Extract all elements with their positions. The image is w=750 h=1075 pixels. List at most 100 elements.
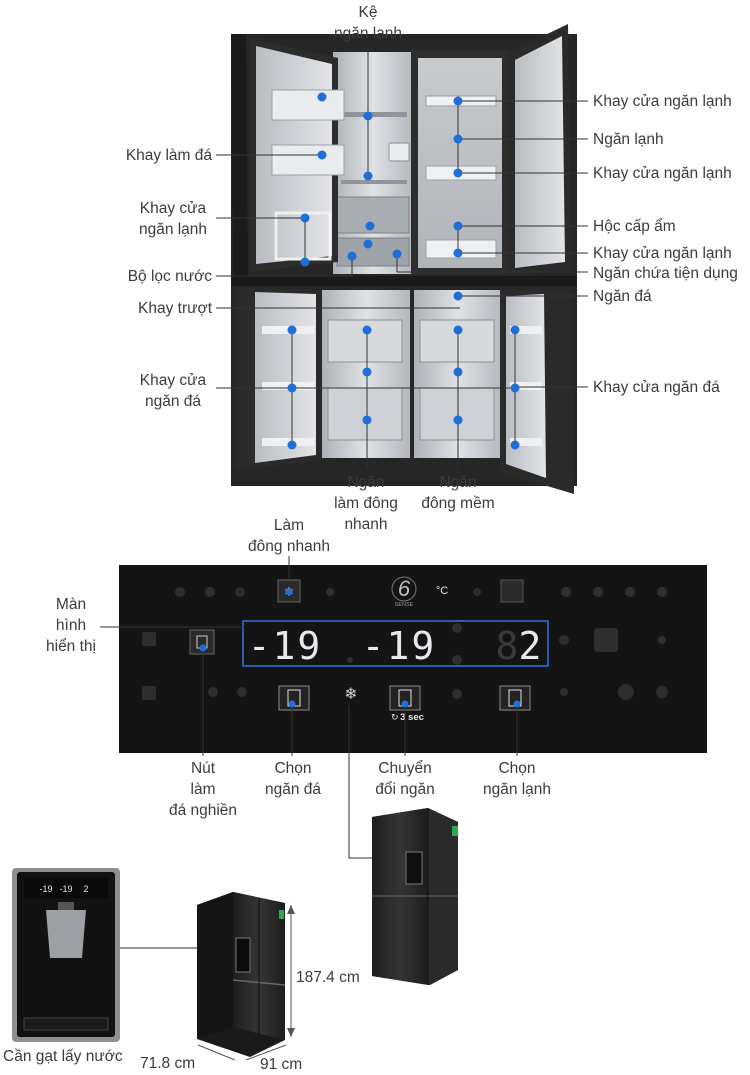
door-bin <box>510 326 542 334</box>
label-khay-cua-ngan-lanh-left: Khay cửa ngăn lạnh <box>138 200 208 238</box>
sense-digit: 6 <box>398 576 411 601</box>
label-ngan-lanh: Ngăn lạnh <box>593 131 664 148</box>
dimension-depth: 71.8 cm <box>140 1055 196 1072</box>
mini-display-b: -19 <box>59 884 72 894</box>
panel-icon-button <box>500 579 524 603</box>
fridge-front-small <box>372 808 458 985</box>
label-khay-cua-ngan-lanh-r2: Khay cửa ngăn lạnh <box>593 165 732 182</box>
marker-dot <box>287 325 297 335</box>
marker-dot <box>363 171 373 181</box>
marker-dot <box>453 325 463 335</box>
marker-dot <box>362 325 372 335</box>
label-ke-ngan-lanh: Kệ ngăn lạnh <box>333 4 403 42</box>
glass-door <box>418 58 502 268</box>
switch-temp-display: -19 <box>362 624 437 668</box>
label-khay-cua-ngan-da-left: Khay cửa ngăn đá <box>139 372 207 410</box>
label-khay-truot: Khay trượt <box>138 300 212 317</box>
panel-faint-icons <box>142 587 668 700</box>
label-man-hinh-hien-thi: Màn hình hiển thị <box>46 596 96 655</box>
marker-dot <box>285 588 293 596</box>
label-ngan-lam-dong-nhanh: Ngăn làm đông nhanh <box>334 474 398 533</box>
marker-dot <box>510 325 520 335</box>
marker-dot <box>453 291 463 301</box>
hold-icon: ↻ <box>391 712 399 722</box>
marker-dot <box>317 92 327 102</box>
freezer-drawer <box>419 387 495 441</box>
marker-dot <box>362 415 372 425</box>
marker-dot <box>453 134 463 144</box>
marker-dot <box>453 96 463 106</box>
left-freezer-door-liner <box>255 292 316 463</box>
ice-maker-tray <box>271 144 345 176</box>
marker-dot <box>510 383 520 393</box>
marker-dot <box>365 221 375 231</box>
label-can-gat-lay-nuoc: Cần gạt lấy nước <box>3 1048 123 1065</box>
label-chuyen-doi-ngan: Chuyển đổi ngăn <box>375 760 435 798</box>
display-frame <box>242 620 549 667</box>
label-ngan-dong-mem: Ngăn đông mềm <box>421 474 495 512</box>
marker-dot <box>453 221 463 231</box>
freezer-temp-display: -19 <box>248 624 323 668</box>
dispenser-closeup: -19 -19 2 <box>12 868 120 1042</box>
label-nut-lam-da-nghien: Nút làm đá nghiền <box>168 760 238 819</box>
door-bin <box>510 382 542 390</box>
label-bo-loc-nuoc: Bộ lọc nước <box>127 268 212 285</box>
dimension-height: 187.4 cm <box>296 969 360 986</box>
marker-dot <box>453 415 463 425</box>
water-tank <box>388 142 410 162</box>
label-hoc-cap-am: Hộc cấp ẩm <box>593 218 676 235</box>
door-edge <box>231 34 248 282</box>
hold-duration: 3 sec <box>400 712 424 723</box>
marker-dot <box>513 700 521 708</box>
marker-dot <box>453 168 463 178</box>
fridge-temp-display: 2 <box>519 624 542 668</box>
fridge-compartment-interior <box>333 52 413 274</box>
marker-dot <box>453 248 463 258</box>
snowflake-icon: ❄ <box>344 686 357 703</box>
marker-dot <box>300 257 310 267</box>
marker-dot <box>453 367 463 377</box>
marker-dot <box>300 213 310 223</box>
fridge-illustration <box>231 24 577 494</box>
unlit-digit: 8 <box>496 624 519 668</box>
label-khay-lam-da: Khay làm đá <box>125 147 212 164</box>
marker-dot <box>510 440 520 450</box>
marker-dot <box>199 644 207 652</box>
label-khay-cua-ngan-lanh-r1: Khay cửa ngăn lạnh <box>593 93 732 110</box>
marker-dot <box>287 383 297 393</box>
door-bin <box>510 438 542 446</box>
mini-display-a: -19 <box>39 884 52 894</box>
marker-dot <box>287 440 297 450</box>
marker-dot <box>347 251 357 261</box>
shelf <box>341 112 407 117</box>
compartment-divider <box>231 276 577 286</box>
freezer-drawer <box>327 387 403 441</box>
ice-maker-tray <box>271 89 345 121</box>
right-fridge-door-liner <box>515 36 565 268</box>
fridge-3d-dimensions <box>197 892 295 1061</box>
sense-logo <box>391 576 417 602</box>
marker-dot <box>392 249 402 259</box>
label-chon-ngan-lanh: Chọn ngăn lạnh <box>482 760 552 798</box>
label-khay-cua-ngan-lanh-r3: Khay cửa ngăn lạnh <box>593 245 732 262</box>
shelf <box>341 180 407 184</box>
label-ngan-chua-tien-dung: Ngăn chứa tiện dụng <box>593 265 738 282</box>
temperature-unit: °C <box>436 585 448 597</box>
marker-dot <box>288 700 296 708</box>
door-bin <box>262 438 314 446</box>
dispenser-lever-icon <box>46 910 86 958</box>
marker-dot <box>363 239 373 249</box>
marker-dot <box>401 700 409 708</box>
marker-dot <box>363 111 373 121</box>
label-chon-ngan-da: Chọn ngăn đá <box>264 760 322 798</box>
marker-dot <box>317 150 327 160</box>
sense-word: SENSE <box>395 602 414 608</box>
marker-dots <box>287 92 520 450</box>
label-khay-cua-ngan-da-right: Khay cửa ngăn đá <box>593 379 720 396</box>
dimension-width: 91 cm <box>260 1056 303 1073</box>
marker-dot <box>362 367 372 377</box>
label-lam-dong-nhanh: Làm đông nhanh <box>248 517 330 555</box>
label-ngan-da: Ngăn đá <box>593 288 652 305</box>
mini-display-c: 2 <box>83 884 88 894</box>
